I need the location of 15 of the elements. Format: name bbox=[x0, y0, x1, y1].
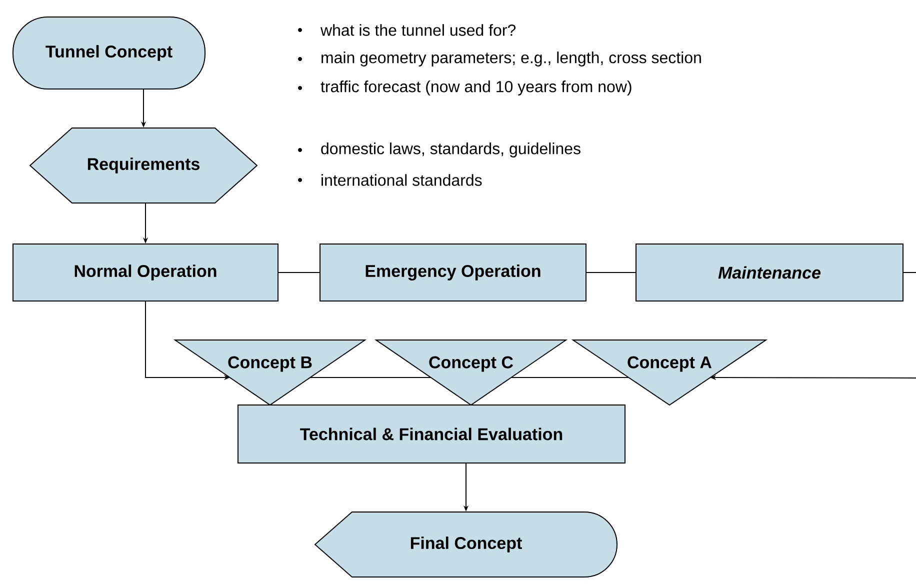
bullet-item: what is the tunnel used for? bbox=[298, 24, 516, 36]
start-terminal: Tunnel Concept bbox=[12, 16, 206, 90]
connector bbox=[510, 377, 630, 378]
bullet-item: traffic forecast (now and 10 years from now) bbox=[298, 80, 632, 96]
bullet-item: international standards bbox=[298, 174, 482, 186]
bullet-item: main geometry parameters; e.g., length, cross section bbox=[298, 52, 701, 66]
process-box: Emergency Operation bbox=[320, 244, 586, 302]
connector bbox=[309, 377, 432, 378]
process-box: Maintenance bbox=[636, 244, 904, 302]
process-box: Technical & Financial Evaluation bbox=[238, 404, 626, 464]
process-box: Normal Operation bbox=[12, 244, 278, 302]
bullet-item: domestic laws, standards, guidelines bbox=[298, 142, 580, 158]
connector bbox=[278, 272, 320, 273]
connector bbox=[903, 272, 916, 273]
connector bbox=[586, 272, 636, 273]
